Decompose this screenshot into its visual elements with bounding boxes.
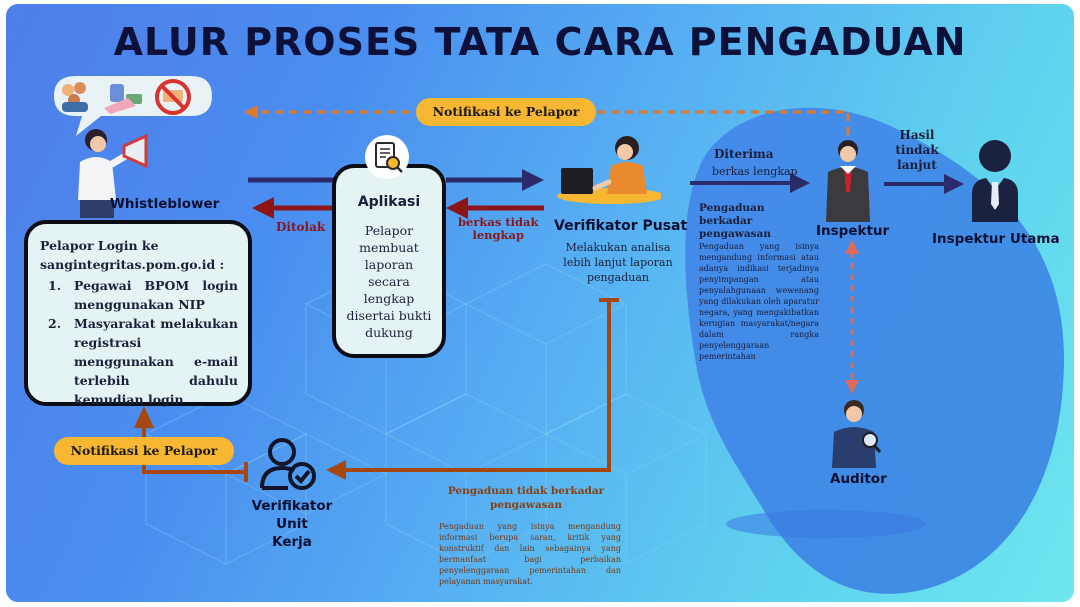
arrow-diterima-head bbox=[790, 173, 810, 193]
aplikasi-text: Pelapor membuat laporan secara lengkap d… bbox=[346, 223, 432, 340]
login-intro-line1-row: Pelapor Login ke bbox=[40, 236, 238, 255]
auditor-figure bbox=[832, 400, 882, 468]
inspektur-label: Inspektur bbox=[816, 223, 890, 239]
document-search-icon bbox=[365, 135, 409, 179]
people-icon bbox=[62, 82, 88, 112]
arrow-hasil-head bbox=[944, 174, 964, 194]
notify-pill-bottom: Notifikasi ke Pelapor bbox=[54, 437, 234, 465]
verifikator-pusat-label: Verifikator Pusat bbox=[554, 218, 688, 234]
whistleblower-figure bbox=[78, 129, 148, 218]
login-intro-line1: Pelapor Login ke bbox=[40, 238, 159, 253]
arrow-auditor-head-down bbox=[845, 380, 859, 394]
login-box: Pelapor Login ke sangintegritas.pom.go.i… bbox=[24, 220, 252, 409]
arrow-tidak-lengkap-head bbox=[446, 197, 468, 219]
inspektur-utama-icon bbox=[972, 140, 1018, 222]
hasil-1: Hasil bbox=[899, 128, 935, 142]
ditolak-label: Ditolak bbox=[276, 220, 326, 234]
login-item-2-text: Masyarakat melakukan registrasi mengguna… bbox=[74, 316, 238, 407]
login-item-1: 1. Pegawai BPOM login menggunakan NIP bbox=[40, 276, 238, 314]
verifikator-unit-label: Verifikator Unit Kerja bbox=[234, 497, 350, 551]
user-check-icon bbox=[260, 438, 316, 490]
hasil-3: lanjut bbox=[897, 158, 937, 172]
arrow-tidak-berkadar-head bbox=[326, 460, 346, 480]
page-title: ALUR PROSES TATA CARA PENGADUAN bbox=[113, 20, 967, 64]
berkadar-heading: Pengaduan berkadar pengawasan bbox=[699, 202, 821, 241]
inspektur-figure bbox=[826, 140, 870, 222]
aplikasi-title: Aplikasi bbox=[357, 194, 421, 210]
diagram-canvas: ALUR PROSES TATA CARA PENGADUAN Whistleb… bbox=[6, 4, 1074, 602]
bribe-hand-icon bbox=[104, 84, 142, 114]
no-bribe-icon bbox=[155, 79, 191, 115]
hasil-tindak-lanjut-label: Hasil tindak lanjut bbox=[892, 128, 942, 173]
arrow-to-verifikator-head bbox=[522, 169, 544, 191]
notify-top-arrow bbox=[254, 110, 850, 135]
tidak-berkadar-heading: Pengaduan tidak berkadar pengawasan bbox=[438, 484, 614, 512]
whistleblower-label: Whistleblower bbox=[110, 196, 220, 212]
hasil-2: tindak bbox=[895, 143, 939, 157]
notify-top-arrowhead bbox=[244, 105, 258, 119]
tidak-berkadar-text: Pengaduan yang isinya mengandung informa… bbox=[439, 522, 621, 586]
aplikasi-box: Aplikasi Pelapor membuat laporan secara … bbox=[332, 164, 446, 358]
verifikator-pusat-figure bbox=[557, 136, 661, 204]
arrow-ditolak-head bbox=[252, 197, 274, 219]
tidak-berkadar-heading-2: pengawasan bbox=[490, 499, 562, 511]
login-item-2-num: 2. bbox=[48, 316, 62, 331]
diterima-label: Diterima bbox=[714, 147, 774, 161]
login-item-2: 2. Masyarakat melakukan registrasi mengg… bbox=[40, 314, 238, 409]
login-item-1-text: Pegawai BPOM login menggunakan NIP bbox=[74, 278, 238, 312]
berkas-tidak-lengkap-2: lengkap bbox=[472, 228, 525, 242]
berkas-tidak-lengkap-1: berkas tidak bbox=[458, 215, 539, 229]
arrow-tidak-berkadar bbox=[344, 300, 611, 472]
berkas-tidak-lengkap-label: berkas tidak lengkap bbox=[458, 216, 538, 242]
inspektur-utama-label: Inspektur Utama bbox=[932, 231, 1060, 247]
berkadar-heading-2: pengawasan bbox=[699, 228, 771, 240]
verifikator-unit-label-2: Kerja bbox=[272, 534, 312, 550]
shadow-ellipse bbox=[726, 510, 926, 538]
berkadar-text: Pengaduan yang isinya mengandung informa… bbox=[699, 242, 819, 361]
berkadar-heading-1: Pengaduan berkadar bbox=[699, 202, 765, 227]
berkas-lengkap-label: berkas lengkap bbox=[712, 165, 798, 178]
notify-pill-top: Notifikasi ke Pelapor bbox=[416, 98, 596, 126]
login-intro-line2: sangintegritas.pom.go.id : bbox=[40, 257, 225, 272]
blob-shape bbox=[685, 107, 1065, 594]
verifikator-unit-label-1: Verifikator Unit bbox=[251, 498, 333, 532]
auditor-label: Auditor bbox=[830, 471, 887, 487]
arrow-to-login-head bbox=[134, 406, 154, 428]
login-item-1-num: 1. bbox=[48, 278, 62, 293]
arrow-auditor-head-up bbox=[845, 240, 859, 254]
bubble-icons bbox=[62, 79, 191, 115]
tidak-berkadar-heading-1: Pengaduan tidak berkadar bbox=[447, 485, 605, 497]
verifikator-pusat-text: Melakukan analisa lebih lanjut laporan p… bbox=[563, 241, 673, 284]
